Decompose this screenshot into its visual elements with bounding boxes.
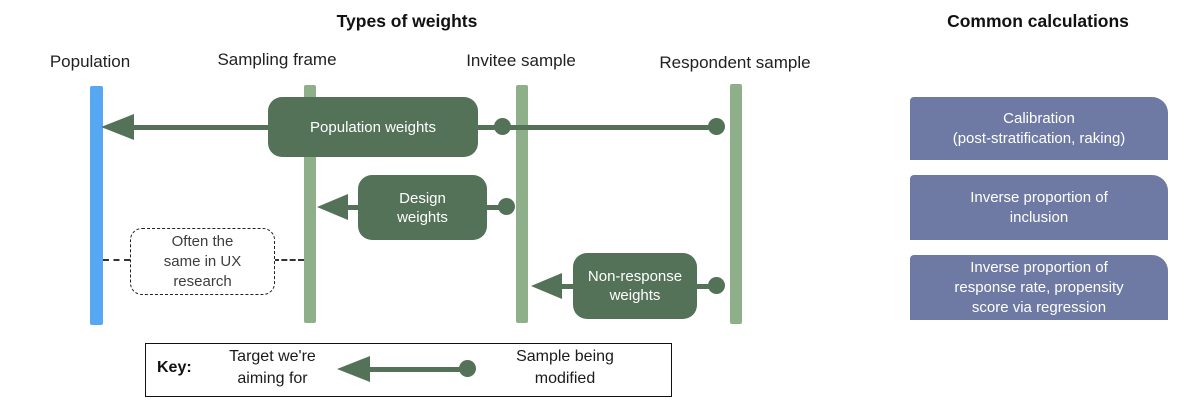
non-response-weights-box: Non-response weights	[573, 253, 697, 319]
column-label-population: Population	[49, 52, 131, 71]
connector-dot-icon	[708, 277, 725, 294]
key-arrow-line	[366, 367, 468, 372]
arrowhead-left-icon	[317, 194, 348, 220]
connector-line	[132, 125, 268, 130]
key-label: Key:	[157, 359, 192, 376]
dashed-connector	[273, 259, 304, 261]
connector-line	[478, 125, 716, 130]
connector-line	[487, 205, 506, 210]
key-arrowhead-icon	[337, 356, 370, 382]
arrowhead-left-icon	[531, 273, 562, 299]
column-label-sampling-frame: Sampling frame	[217, 50, 337, 69]
types-of-weights-title: Types of weights	[336, 11, 478, 31]
connector-line	[344, 205, 358, 210]
arrowhead-left-icon	[101, 114, 134, 140]
population-bar	[90, 86, 103, 325]
connector-line	[697, 284, 716, 289]
column-label-respondent-sample: Respondent sample	[659, 53, 811, 72]
connector-dot-icon	[494, 118, 511, 135]
calc-box-calibration: Calibration (post-stratification, raking…	[910, 97, 1168, 160]
calc-box-inverse-inclusion: Inverse proportion of inclusion	[910, 175, 1168, 240]
key-dot-icon	[459, 360, 476, 377]
calc-box-inverse-response: Inverse proportion of response rate, pro…	[910, 255, 1168, 320]
column-label-invitee-sample: Invitee sample	[466, 51, 576, 70]
key-sample-text: Sample being modified	[516, 348, 614, 387]
connector-dot-icon	[708, 118, 725, 135]
design-weights-box: Design weights	[358, 175, 487, 240]
dashed-connector	[103, 259, 130, 261]
connector-dot-icon	[498, 198, 515, 215]
ux-research-note: Often the same in UX research	[130, 228, 275, 295]
respondent-sample-bar	[730, 84, 742, 324]
invitee-sample-bar	[516, 85, 528, 323]
key-target-text: Target we're aiming for	[229, 348, 316, 387]
population-weights-box: Population weights	[268, 97, 478, 157]
common-calculations-title: Common calculations	[947, 11, 1129, 31]
connector-line	[558, 284, 573, 289]
